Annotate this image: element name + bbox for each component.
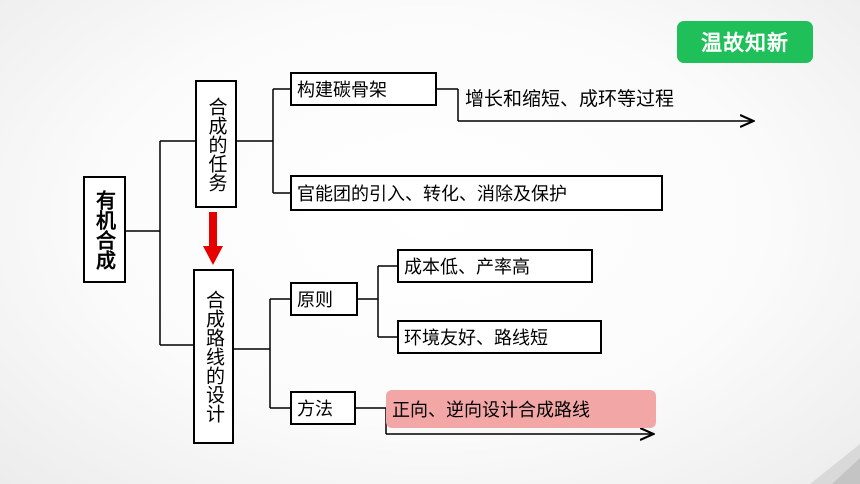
method-node: 方法 — [290, 391, 356, 425]
carbon-skeleton-detail: 增长和缩短、成环等过程 — [465, 88, 675, 110]
principle-item-green: 环境友好、路线短 — [397, 320, 602, 354]
red-down-arrow — [203, 212, 223, 265]
root-node: 有机合成 — [83, 176, 126, 283]
method-detail-highlight: 正向、逆向设计合成路线 — [386, 390, 656, 428]
carbon-skeleton-node: 构建碳骨架 — [290, 72, 437, 106]
task-node: 合成的任务 — [195, 80, 237, 208]
principle-node: 原则 — [290, 282, 358, 316]
principle-item-cost: 成本低、产率高 — [397, 249, 593, 283]
review-badge: 温故知新 — [677, 21, 813, 63]
route-node: 合成路线的设计 — [193, 269, 234, 444]
corner-decoration — [810, 444, 860, 484]
functional-group-node: 官能团的引入、转化、消除及保护 — [290, 175, 663, 211]
